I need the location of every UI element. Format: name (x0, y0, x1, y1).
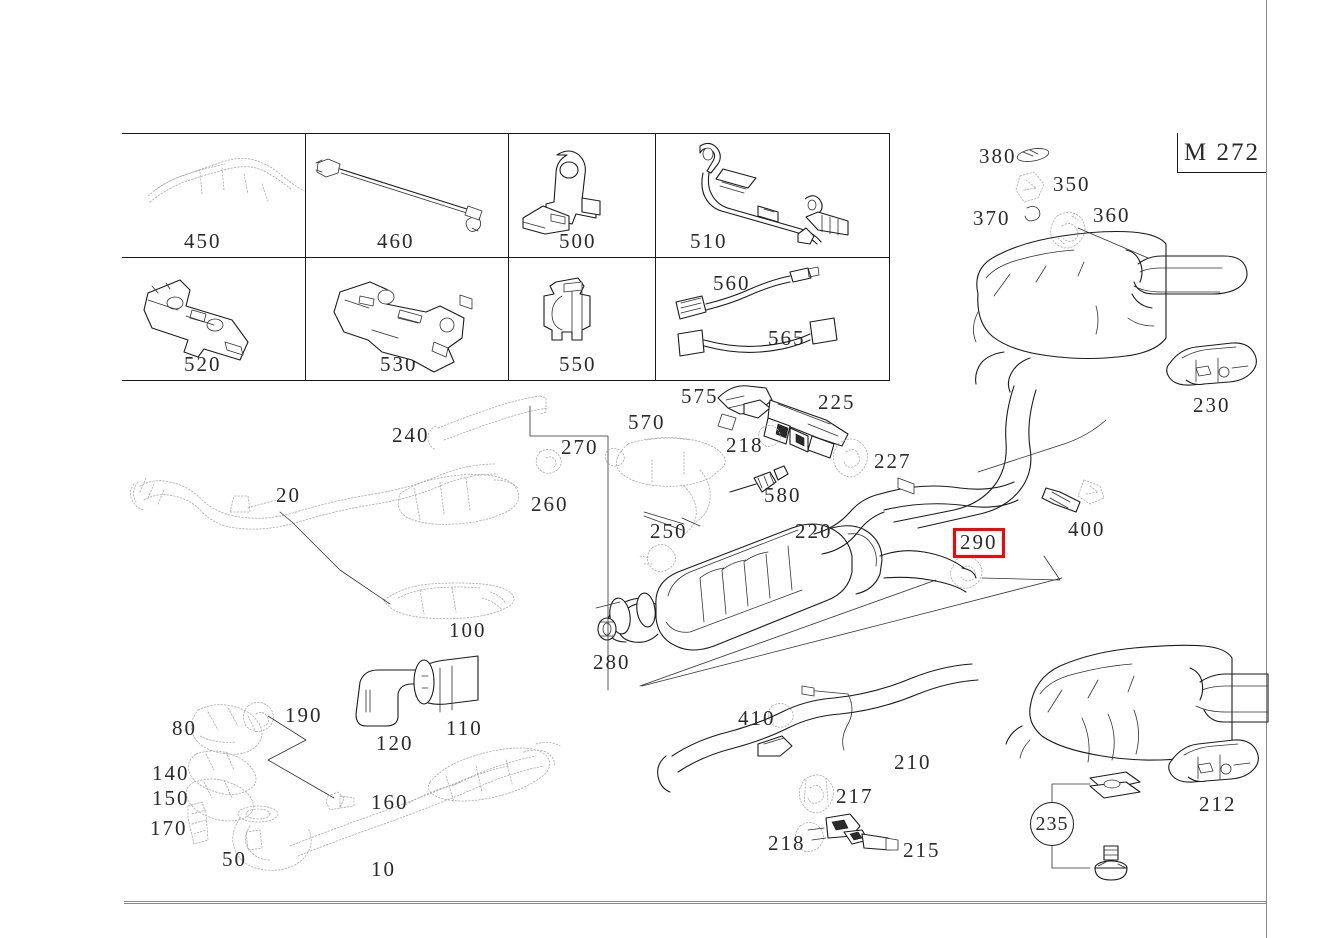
leader-235-upper (1051, 783, 1091, 803)
callout-110: 110 (446, 716, 483, 740)
callout-120: 120 (376, 731, 414, 755)
callout-235-circle: 235 (1030, 802, 1074, 846)
callout-217: 217 (836, 784, 874, 808)
art-350-bracket (1015, 171, 1045, 203)
art-215-sensor-rail-rear (807, 813, 899, 851)
grid-rule-middle (122, 257, 890, 258)
callout-212: 212 (1199, 792, 1237, 816)
callout-370: 370 (973, 206, 1011, 230)
callout-580: 580 (764, 483, 802, 507)
part-number-520: 520 (184, 352, 222, 376)
grid-rule-top (122, 133, 890, 134)
art-170-bracket-stud (187, 801, 209, 845)
callout-240: 240 (392, 423, 430, 447)
art-190-clamp-nut (243, 702, 274, 732)
callout-150: 150 (152, 786, 190, 810)
art-150-shield (186, 778, 254, 822)
part-number-510: 510 (690, 229, 728, 253)
part-number-560: 560 (713, 271, 751, 295)
part-number-530: 530 (380, 352, 418, 376)
art-380-clip-pin (1016, 148, 1050, 162)
callout-250: 250 (650, 519, 688, 543)
leader-20-to-100 (279, 511, 391, 605)
art-160-bolt (325, 791, 355, 811)
grid-rule-bottom (122, 380, 890, 381)
callout-10: 10 (371, 857, 396, 881)
art-227-washer (832, 438, 868, 478)
callout-170: 170 (150, 816, 188, 840)
art-80-shield-plate (191, 704, 263, 755)
art-360-nut (1050, 212, 1086, 249)
leader-190-to-160 (267, 715, 335, 799)
callout-225: 225 (818, 390, 856, 414)
art-260-hanger (535, 449, 562, 474)
part-number-500: 500 (559, 229, 597, 253)
page-border-bottom (124, 901, 1266, 904)
callout-575: 575 (681, 384, 719, 408)
art-20-front-pipe (130, 463, 520, 530)
callout-50: 50 (222, 847, 247, 871)
page-border-right (1266, 0, 1267, 938)
art-230-clamp (1166, 342, 1257, 386)
grid-rule-col3 (655, 133, 656, 381)
callout-215: 215 (903, 838, 941, 862)
callout-270: 270 (561, 435, 599, 459)
part-number-450: 450 (184, 229, 222, 253)
callout-160: 160 (371, 790, 409, 814)
callout-210: 210 (894, 750, 932, 774)
callout-80: 80 (172, 716, 197, 740)
part-number-565: 565 (768, 326, 806, 350)
part-number-460: 460 (377, 229, 415, 253)
art-217-washer (798, 774, 834, 814)
art-10-downpipe (289, 742, 561, 857)
grid-rule-col1 (305, 133, 306, 381)
baseplate-edge-a (639, 579, 937, 687)
callout-20: 20 (276, 483, 301, 507)
art-upper-muffler-downpipe (893, 385, 1107, 529)
part-number-550: 550 (559, 352, 597, 376)
callout-220: 220 (795, 519, 833, 543)
callout-350: 350 (1053, 172, 1091, 196)
art-120-insulation-wrap (355, 669, 423, 727)
callout-100: 100 (449, 618, 487, 642)
art-400-sensor-probe (1041, 479, 1105, 513)
art-212-clamp (1168, 739, 1259, 783)
callout-260: 260 (531, 492, 569, 516)
callout-570: 570 (628, 410, 666, 434)
art-250-spring-bolt (639, 544, 676, 572)
callout-227: 227 (874, 449, 912, 473)
callout-218-upper: 218 (726, 433, 764, 457)
engine-code-badge: M 272 (1177, 133, 1266, 173)
art-240-front-pipe (427, 395, 549, 451)
leader-290 (981, 555, 1061, 581)
art-140-shield (188, 750, 257, 795)
callout-400: 400 (1068, 517, 1106, 541)
leader-360 (1077, 227, 1149, 259)
art-upper-muffler (973, 230, 1248, 393)
art-370-spacer-bush (1024, 206, 1041, 222)
callout-360: 360 (1093, 203, 1131, 227)
callout-230: 230 (1193, 393, 1231, 417)
art-100-heat-shield (383, 582, 515, 620)
parts-grid-table: 450 460 500 510 520 530 550 560 565 (122, 133, 890, 381)
grid-rule-col2 (508, 133, 509, 381)
callout-290-highlighted[interactable]: 290 (953, 528, 1005, 558)
callout-380: 380 (979, 144, 1017, 168)
callout-410: 410 (738, 706, 776, 730)
grid-rule-col4 (889, 133, 890, 381)
baseplate-edge-b (641, 577, 1063, 687)
art-110-cylinder (413, 655, 479, 713)
callout-280: 280 (593, 650, 631, 674)
art-575-shield-bracket (717, 385, 773, 431)
callout-190: 190 (285, 703, 323, 727)
callout-218-lower: 218 (768, 831, 806, 855)
art-290-mounting-nut (950, 556, 983, 589)
art-270-hanger-ring (604, 448, 625, 467)
callout-140: 140 (152, 761, 190, 785)
leader-235-lower (1051, 845, 1091, 869)
